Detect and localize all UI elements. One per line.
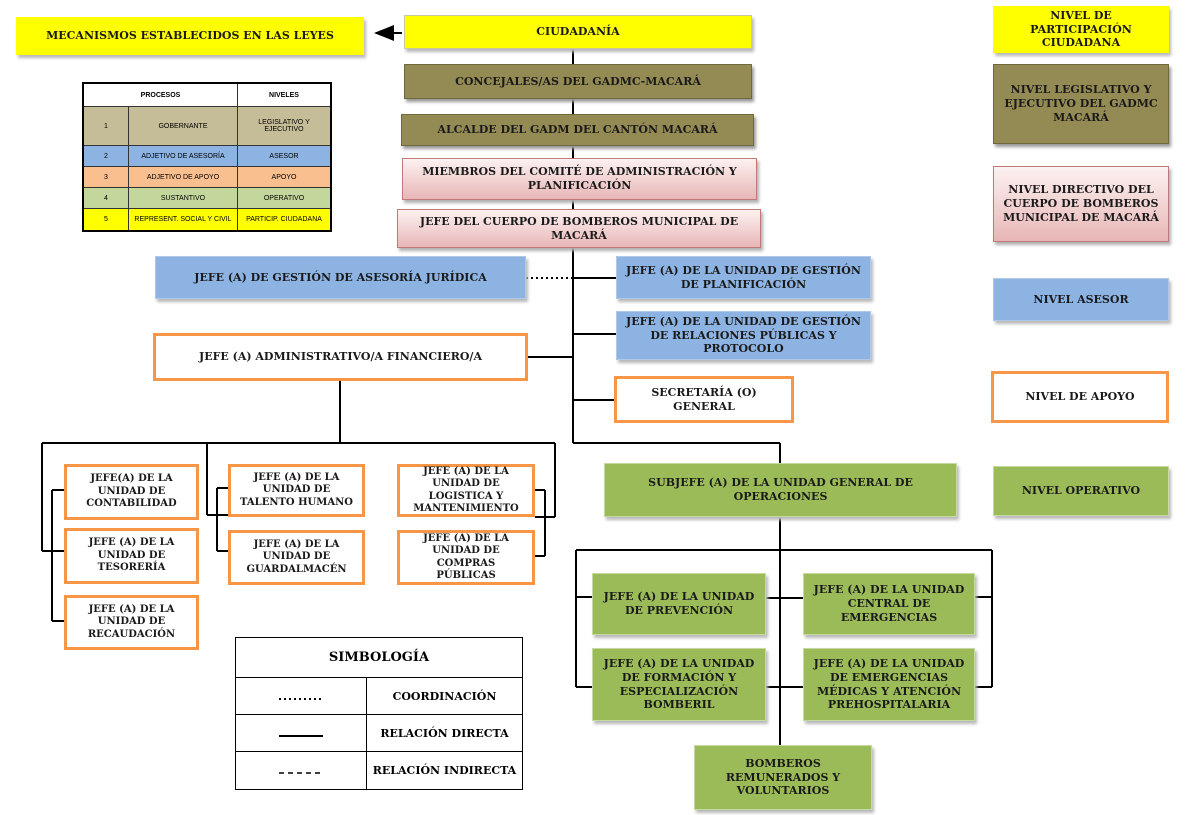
secretaria-box: SECRETARÍA (O) GENERAL <box>614 376 794 423</box>
mecanismos-box: MECANISMOS ESTABLECIDOS EN LAS LEYES <box>16 17 364 55</box>
process-num: 4 <box>82 187 129 210</box>
process-name: SUSTANTIVO <box>128 187 238 210</box>
process-level: APOYO <box>237 166 332 189</box>
compras-box: JEFE (A) DE LA UNIDAD DE COMPRAS PÚBLICA… <box>397 530 535 585</box>
process-level: LEGISLATIVO Y EJECUTIVO <box>237 105 332 147</box>
dashed-line-symbol <box>235 751 367 790</box>
jefe-bomberos-box: JEFE DEL CUERPO DE BOMBEROS MUNICIPAL DE… <box>397 209 761 248</box>
process-row: 2 ADJETIVO DE ASESORÍA ASESOR <box>82 145 332 168</box>
tesoreria-box: JEFE (A) DE LA UNIDAD DE TESORERÍA <box>64 528 199 584</box>
coordination-label: COORDINACIÓN <box>366 677 523 715</box>
subjefe-box: SUBJEFE (A) DE LA UNIDAD GENERAL DE OPER… <box>604 463 957 517</box>
prevencion-box: JEFE (A) DE LA UNIDAD DE PREVENCIÓN <box>592 573 766 635</box>
simbologia-table: SIMBOLOGÍA COORDINACIÓN RELACIÓN DIRECTA… <box>235 637 523 790</box>
process-row: 3 ADJETIVO DE APOYO APOYO <box>82 166 332 189</box>
emergencias-medicas-box: JEFE (A) DE LA UNIDAD DE EMERGENCIAS MÉD… <box>803 648 975 721</box>
legend-apoyo: NIVEL DE APOYO <box>991 371 1169 423</box>
level-header: NIVELES <box>237 82 332 107</box>
bomberos-box: BOMBEROS REMUNERADOS Y VOLUNTARIOS <box>694 745 872 810</box>
process-name: GOBERNANTE <box>128 105 238 147</box>
process-name: ADJETIVO DE ASESORÍA <box>128 145 238 168</box>
indirect-relation-label: RELACIÓN INDIRECTA <box>366 751 523 790</box>
comite-box: MIEMBROS DEL COMITÉ DE ADMINISTRACIÓN Y … <box>402 158 757 200</box>
talento-humano-box: JEFE (A) DE LA UNIDAD DE TALENTO HUMANO <box>228 464 365 517</box>
legend-directivo: NIVEL DIRECTIVO DEL CUERPO DE BOMBEROS M… <box>993 166 1169 242</box>
central-emergencias-box: JEFE (A) DE LA UNIDAD CENTRAL DE EMERGEN… <box>803 573 975 635</box>
planificacion-box: JEFE (A) DE LA UNIDAD DE GESTIÓN DE PLAN… <box>616 256 871 299</box>
solid-line-symbol <box>235 714 367 752</box>
legend-legislativo: NIVEL LEGISLATIVO Y EJECUTIVO DEL GADMC … <box>993 64 1169 144</box>
process-row: 4 SUSTANTIVO OPERATIVO <box>82 187 332 210</box>
legend-asesor: NIVEL ASESOR <box>993 278 1169 321</box>
asesoria-juridica-box: JEFE (A) DE GESTIÓN DE ASESORÍA JURÍDICA <box>155 256 526 299</box>
guardalmacen-box: JEFE (A) DE LA UNIDAD DE GUARDALMACÉN <box>228 530 365 585</box>
process-level: OPERATIVO <box>237 187 332 210</box>
process-name: ADJETIVO DE APOYO <box>128 166 238 189</box>
process-level: PARTICIP. CIUDADANA <box>237 208 332 232</box>
ciudadania-box: CIUDADANÍA <box>404 15 752 49</box>
process-row: 5 REPRESENT. SOCIAL Y CIVIL PARTICIP. CI… <box>82 208 332 232</box>
logistica-box: JEFE (A) DE LA UNIDAD DE LOGISTICA Y MAN… <box>397 464 535 517</box>
process-level: ASESOR <box>237 145 332 168</box>
process-num: 5 <box>82 208 129 232</box>
process-num: 3 <box>82 166 129 189</box>
direct-relation-label: RELACIÓN DIRECTA <box>366 714 523 752</box>
contabilidad-box: JEFE(A) DE LA UNIDAD DE CONTABILIDAD <box>64 464 199 520</box>
legend-operativo: NIVEL OPERATIVO <box>993 466 1169 516</box>
alcalde-box: ALCALDE DEL GADM DEL CANTÓN MACARÁ <box>401 114 754 146</box>
process-num: 2 <box>82 145 129 168</box>
relaciones-publicas-box: JEFE (A) DE LA UNIDAD DE GESTIÓN DE RELA… <box>616 311 871 360</box>
administrativo-box: JEFE (A) ADMINISTRATIVO/A FINANCIERO/A <box>153 333 528 381</box>
dotted-line-symbol <box>235 677 367 715</box>
legend-participacion: NIVEL DE PARTICIPACIÓN CIUDADANA <box>993 6 1169 53</box>
formacion-box: JEFE (A) DE LA UNIDAD DE FORMACIÓN Y ESP… <box>592 648 766 721</box>
process-table: PROCESOS NIVELES 1 GOBERNANTE LEGISLATIV… <box>82 82 332 232</box>
recaudacion-box: JEFE (A) DE LA UNIDAD DE RECAUDACIÓN <box>64 595 199 650</box>
process-row: 1 GOBERNANTE LEGISLATIVO Y EJECUTIVO <box>82 105 332 147</box>
process-header: PROCESOS <box>82 82 238 107</box>
process-num: 1 <box>82 105 129 147</box>
simbologia-title: SIMBOLOGÍA <box>235 637 523 678</box>
concejales-box: CONCEJALES/AS DEL GADMC-MACARÁ <box>404 64 752 99</box>
process-name: REPRESENT. SOCIAL Y CIVIL <box>128 208 238 232</box>
